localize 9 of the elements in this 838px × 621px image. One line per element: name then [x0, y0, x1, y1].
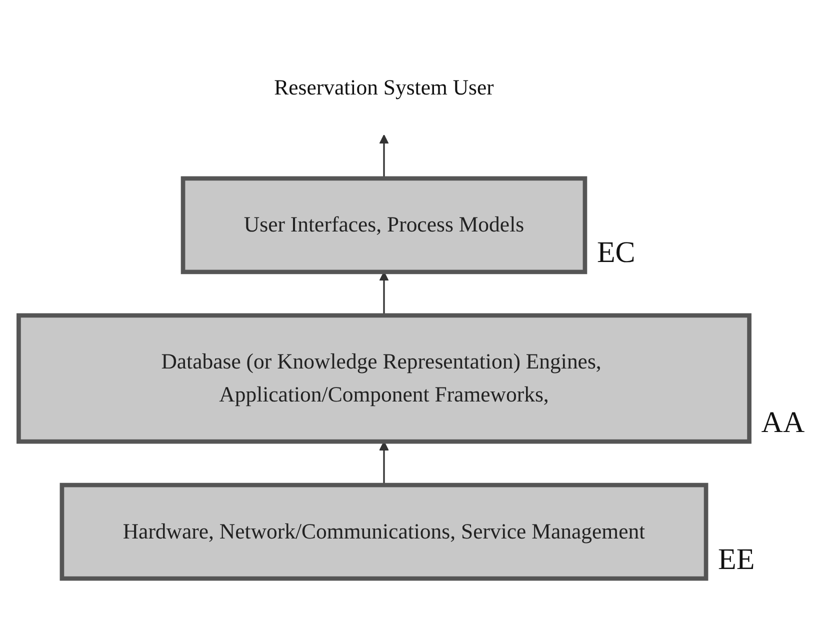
node-box: User Interfaces, Process Models — [180, 176, 588, 274]
node-box: Hardware, Network/Communications, Service Management — [60, 482, 708, 581]
layer-label: EC — [596, 236, 636, 270]
layer-label: AA — [761, 406, 805, 440]
arrow — [379, 272, 389, 316]
arrow — [379, 134, 389, 178]
node-box: Database (or Knowledge Representation) Engines, Application/Component Frameworks, — [16, 313, 752, 444]
layer-label: EE — [718, 542, 755, 577]
node-text: Reservation System User — [274, 76, 494, 100]
